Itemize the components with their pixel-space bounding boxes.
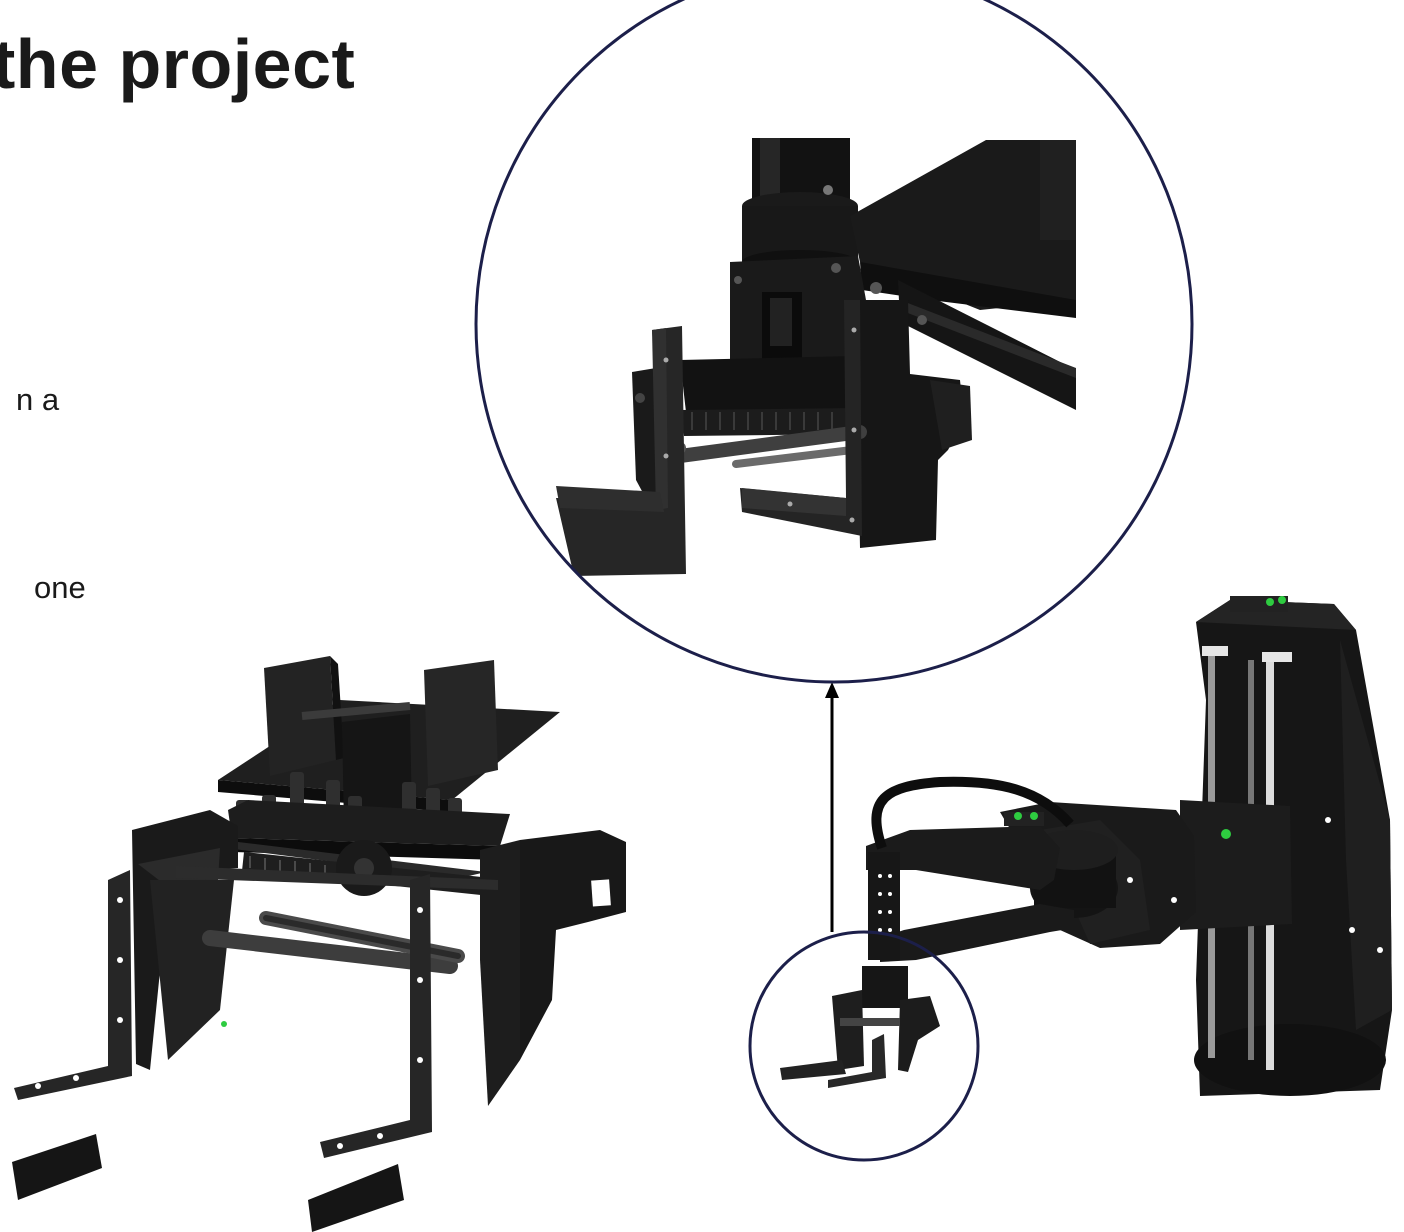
body-text-fragment-2: one xyxy=(34,570,86,605)
arrow-up-icon xyxy=(825,682,839,932)
slide-title: the project xyxy=(0,25,356,103)
zoom-detail-image xyxy=(474,0,1194,684)
exploded-gripper-image xyxy=(12,656,626,1232)
highlight-circle xyxy=(748,930,980,1162)
zoom-circle-outline xyxy=(474,0,1194,684)
body-text-fragment-1: n a xyxy=(16,382,60,417)
robot-arm-image xyxy=(780,596,1392,1096)
